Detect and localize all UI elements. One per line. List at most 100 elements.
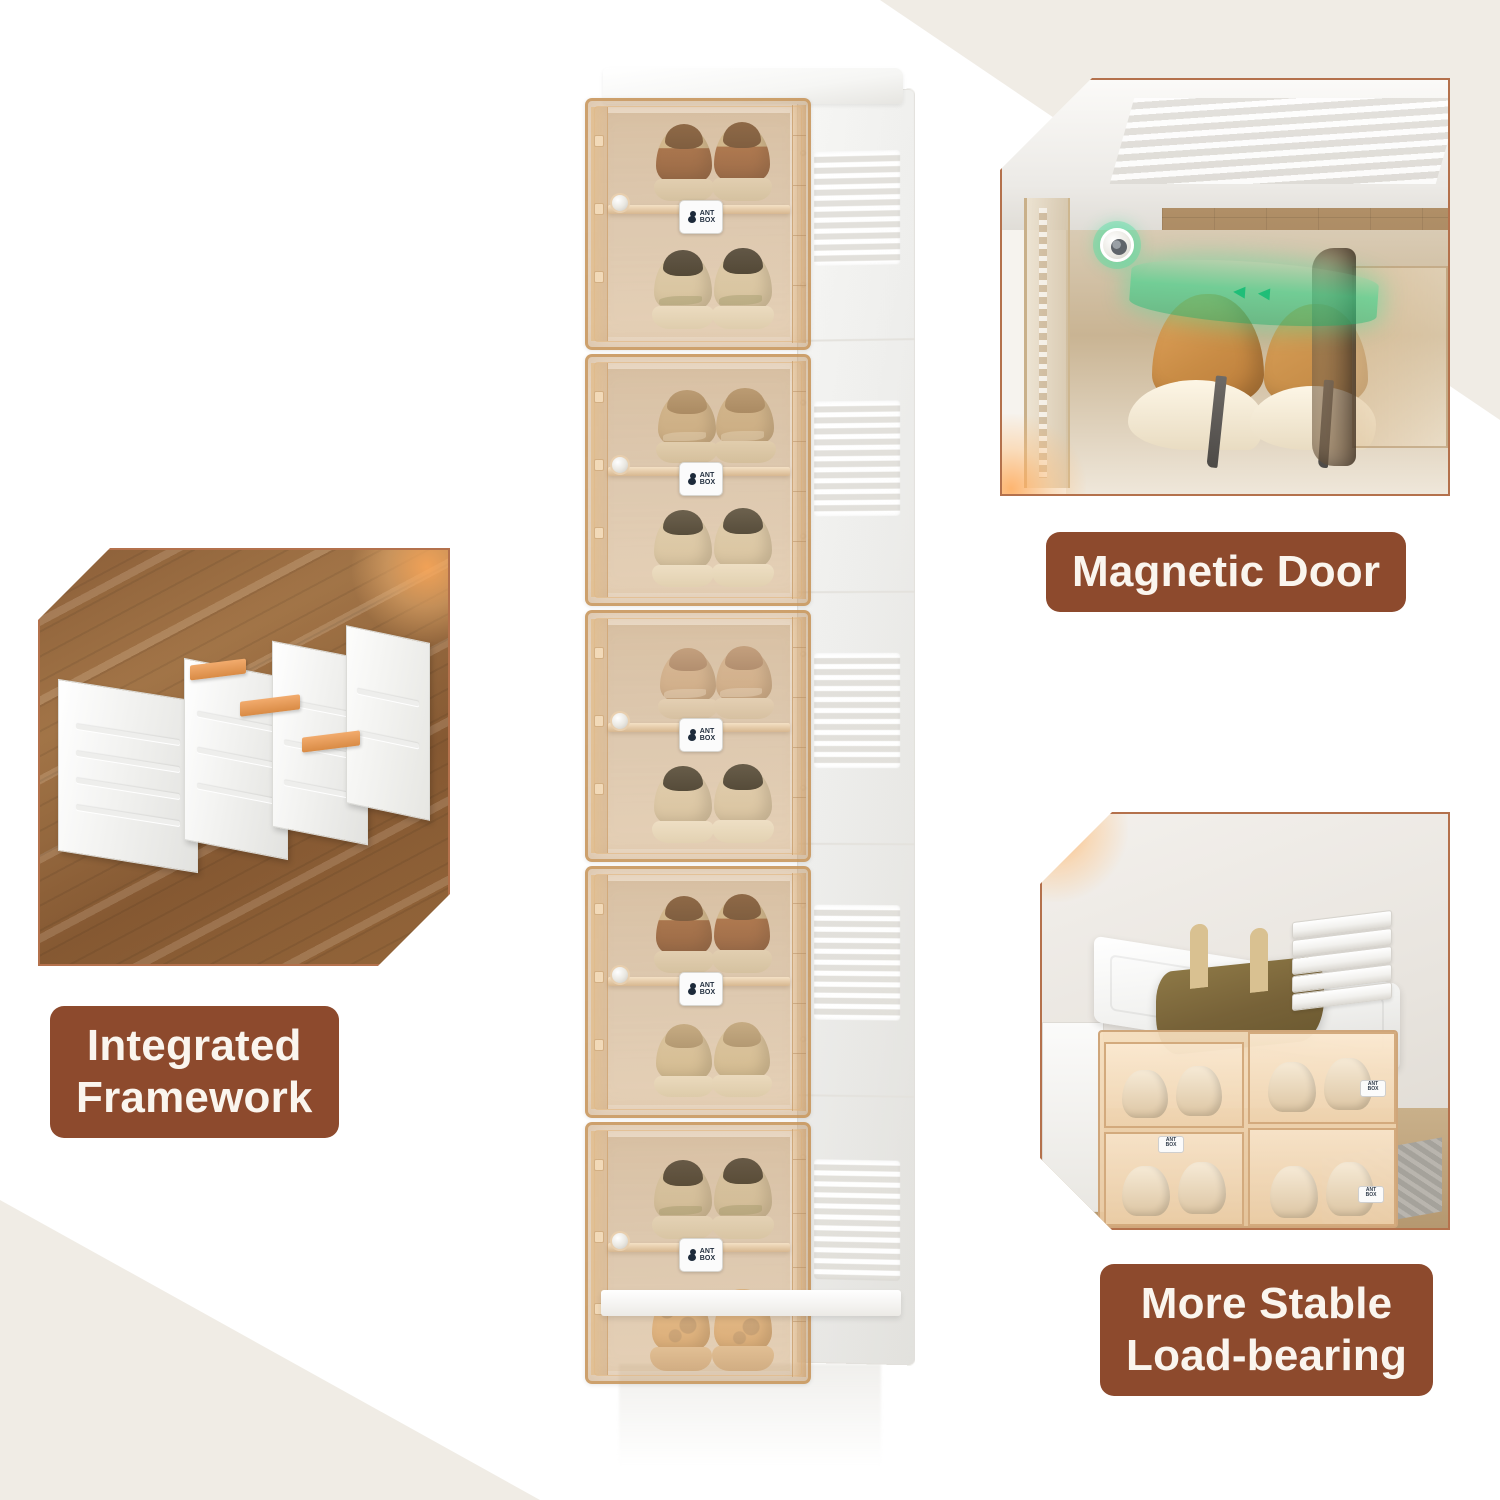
shoe-pair-item [652,249,714,329]
feature-label-integrated-framework: Integrated Framework [50,1006,339,1138]
shoe-pair-item [712,507,774,587]
brand-line-1: ANT [699,471,715,479]
shoe-pair-item [658,648,718,719]
module-door[interactable] [585,98,811,350]
background-wedge-bottom-left [0,1200,540,1500]
brand-line-1: ANT [699,1247,715,1255]
ant-logo-icon [687,472,698,486]
shoe-pair-item [652,1159,714,1239]
ant-logo-icon [687,210,698,224]
high-heel-sole [1128,380,1264,450]
side-module [798,844,915,1098]
feature-label-load-bearing: More Stable Load-bearing [1100,1264,1434,1396]
shoe-pair-item [714,388,776,463]
shoe-pair-item [712,247,774,329]
cabinet-cell [1104,1042,1244,1128]
brand-line-2: BOX [699,1255,716,1262]
shoe-pair-item [714,646,774,719]
door-magnet-knob[interactable] [610,711,630,731]
magnet-icon [1100,228,1134,262]
integrated-framework-photo [38,548,450,966]
book-stack [1292,916,1396,1024]
module-door[interactable] [585,354,811,606]
brand-line-2: BOX [699,479,716,486]
feature-magnetic-door: ◄◄ Magnetic Door [1000,78,1450,612]
shoe-pair-item [712,763,774,843]
cabinet-white-side [1042,1022,1104,1212]
magnetic-door-scene: ◄◄ [1002,80,1448,494]
side-module [798,592,915,846]
door-magnet-knob[interactable] [610,965,630,985]
frame-panel [346,625,430,821]
door-rail [792,105,806,343]
feature-integrated-framework: Integrated Framework [38,548,450,1138]
feature-label-magnetic-door: Magnetic Door [1046,532,1407,612]
shoe-pair-item [654,1024,714,1097]
door-rail [792,361,806,599]
door-hinge [591,1131,608,1375]
tower-side-panel [797,88,916,1366]
shoe-pair-item [652,766,714,843]
side-module [798,1096,914,1360]
door-hinge [591,875,608,1109]
frame-panel [58,679,198,873]
bag-handle [1190,923,1208,989]
module-door[interactable] [585,610,811,862]
shoe-pair-item [654,124,714,201]
side-module [798,340,915,594]
brand-line-1: ANT [699,727,715,735]
brand-line-2: BOX [699,735,716,742]
door-hinge [591,107,608,341]
door-hinge [591,363,608,597]
folded-frame-panels [58,638,418,888]
brand-line-1: ANT [699,209,715,217]
top-panel-ribs [1109,98,1448,184]
shoe-pair-item [654,896,714,973]
shoe-pair-item [712,121,772,201]
door-left-frame [1024,198,1070,488]
door-magnet-knob[interactable] [610,1231,630,1251]
bag-handle [1250,927,1268,993]
side-module [798,89,915,342]
brand-line-2: BOX [699,217,716,224]
shoe-pair-item [712,1157,774,1239]
magnetic-door-photo: ◄◄ [1000,78,1450,496]
tower-base [601,1290,901,1316]
ant-logo-icon [687,1248,698,1262]
door-rail [792,873,806,1111]
door-hinge [591,619,608,853]
door-rail [792,617,806,855]
cabinet-top-panel [1002,80,1448,230]
brand-line-1: ANT [699,981,715,989]
door-rail [792,1129,806,1377]
shoe-pair-item [712,1022,772,1097]
door-magnet-knob[interactable] [610,455,630,475]
shoe-pair-item [656,390,718,463]
door-magnet-knob[interactable] [610,193,630,213]
shoe-pair-item [712,893,772,973]
brand-line-2: BOX [699,989,716,996]
